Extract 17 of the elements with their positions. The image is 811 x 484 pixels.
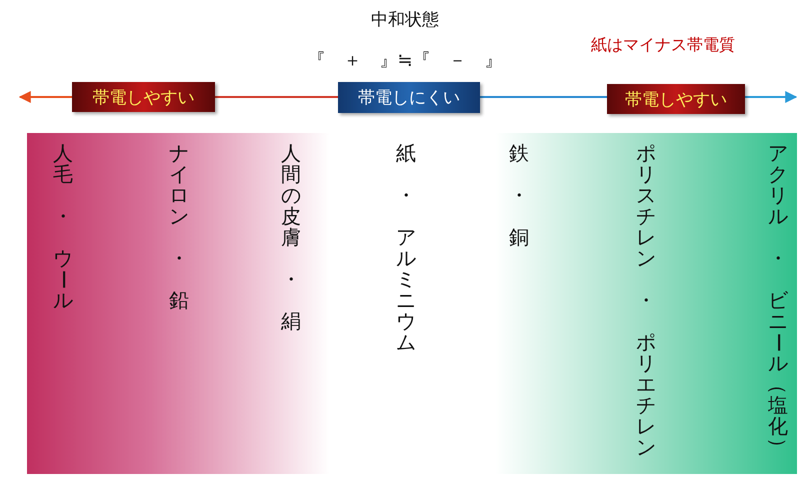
label-box: 帯電しやすい: [607, 84, 745, 114]
material-name: ナイロン・鉛: [168, 143, 190, 311]
material-name: 人間の皮膚・絹: [280, 143, 302, 332]
label-box: 帯電しやすい: [72, 82, 215, 112]
label-box: 帯電しにくい: [338, 82, 480, 113]
material-name: 鉄・銅: [508, 143, 530, 248]
arrow: [745, 91, 798, 103]
material-name: 人毛・ウール: [52, 143, 74, 311]
material-name: アクリル・ビニール（塩化）: [767, 143, 789, 458]
heading: 中和状態: [370, 9, 440, 31]
note-text: 紙はマイナス帯電質: [590, 35, 736, 56]
connector-line: [480, 96, 607, 98]
arrow: [18, 91, 72, 103]
material-name: ポリスチレン・ポリエチレン: [635, 143, 657, 458]
material-name: 紙・アルミニウム: [395, 143, 417, 353]
equation-text: 『 ＋ 』≒『 － 』: [306, 49, 504, 72]
connector-line: [215, 96, 338, 98]
